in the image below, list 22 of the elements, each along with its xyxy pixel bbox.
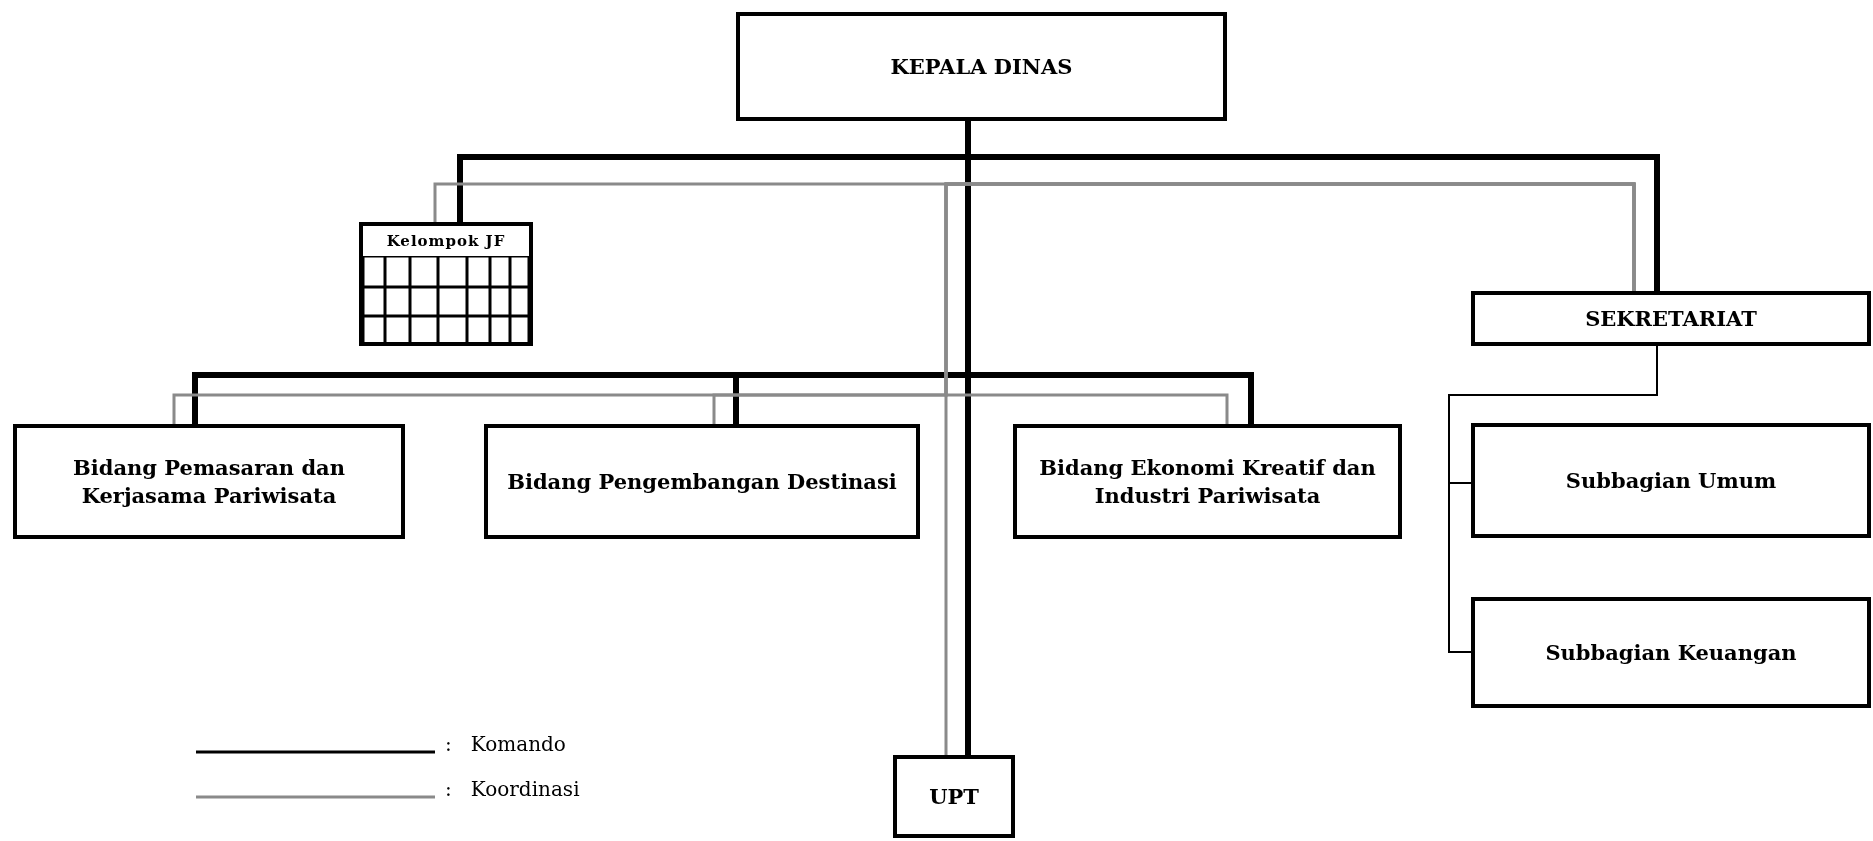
unit-name: UPT <box>929 782 979 811</box>
unit-name: SEKRETARIAT <box>1585 304 1757 333</box>
division-box <box>13 424 405 539</box>
unit-name: Bidang Pemasaran dan Kerjasama Pariwisata <box>72 454 346 509</box>
division-box <box>1013 424 1402 539</box>
unit-name: Subbagian Keuangan <box>1545 638 1797 667</box>
head-box <box>736 12 1227 121</box>
subunit-box <box>1471 597 1871 708</box>
unit-box <box>893 755 1015 838</box>
unit-name: KEPALA DINAS <box>890 52 1073 81</box>
unit-box <box>1471 291 1871 346</box>
table-header: Kelompok JF <box>386 231 506 252</box>
connector-line <box>965 121 971 755</box>
division-box <box>484 424 920 539</box>
group-table <box>359 222 533 346</box>
unit-name: Bidang Pengembangan Destinasi <box>507 467 897 496</box>
unit-name: Subbagian Umum <box>1565 466 1777 495</box>
connector-line <box>944 182 1636 755</box>
legend-text: : Komando <box>445 732 566 756</box>
legend-text: : Koordinasi <box>445 777 580 801</box>
subunit-box <box>1471 423 1871 538</box>
unit-name: Bidang Ekonomi Kreatif dan Industri Pariwisata <box>1038 454 1377 509</box>
